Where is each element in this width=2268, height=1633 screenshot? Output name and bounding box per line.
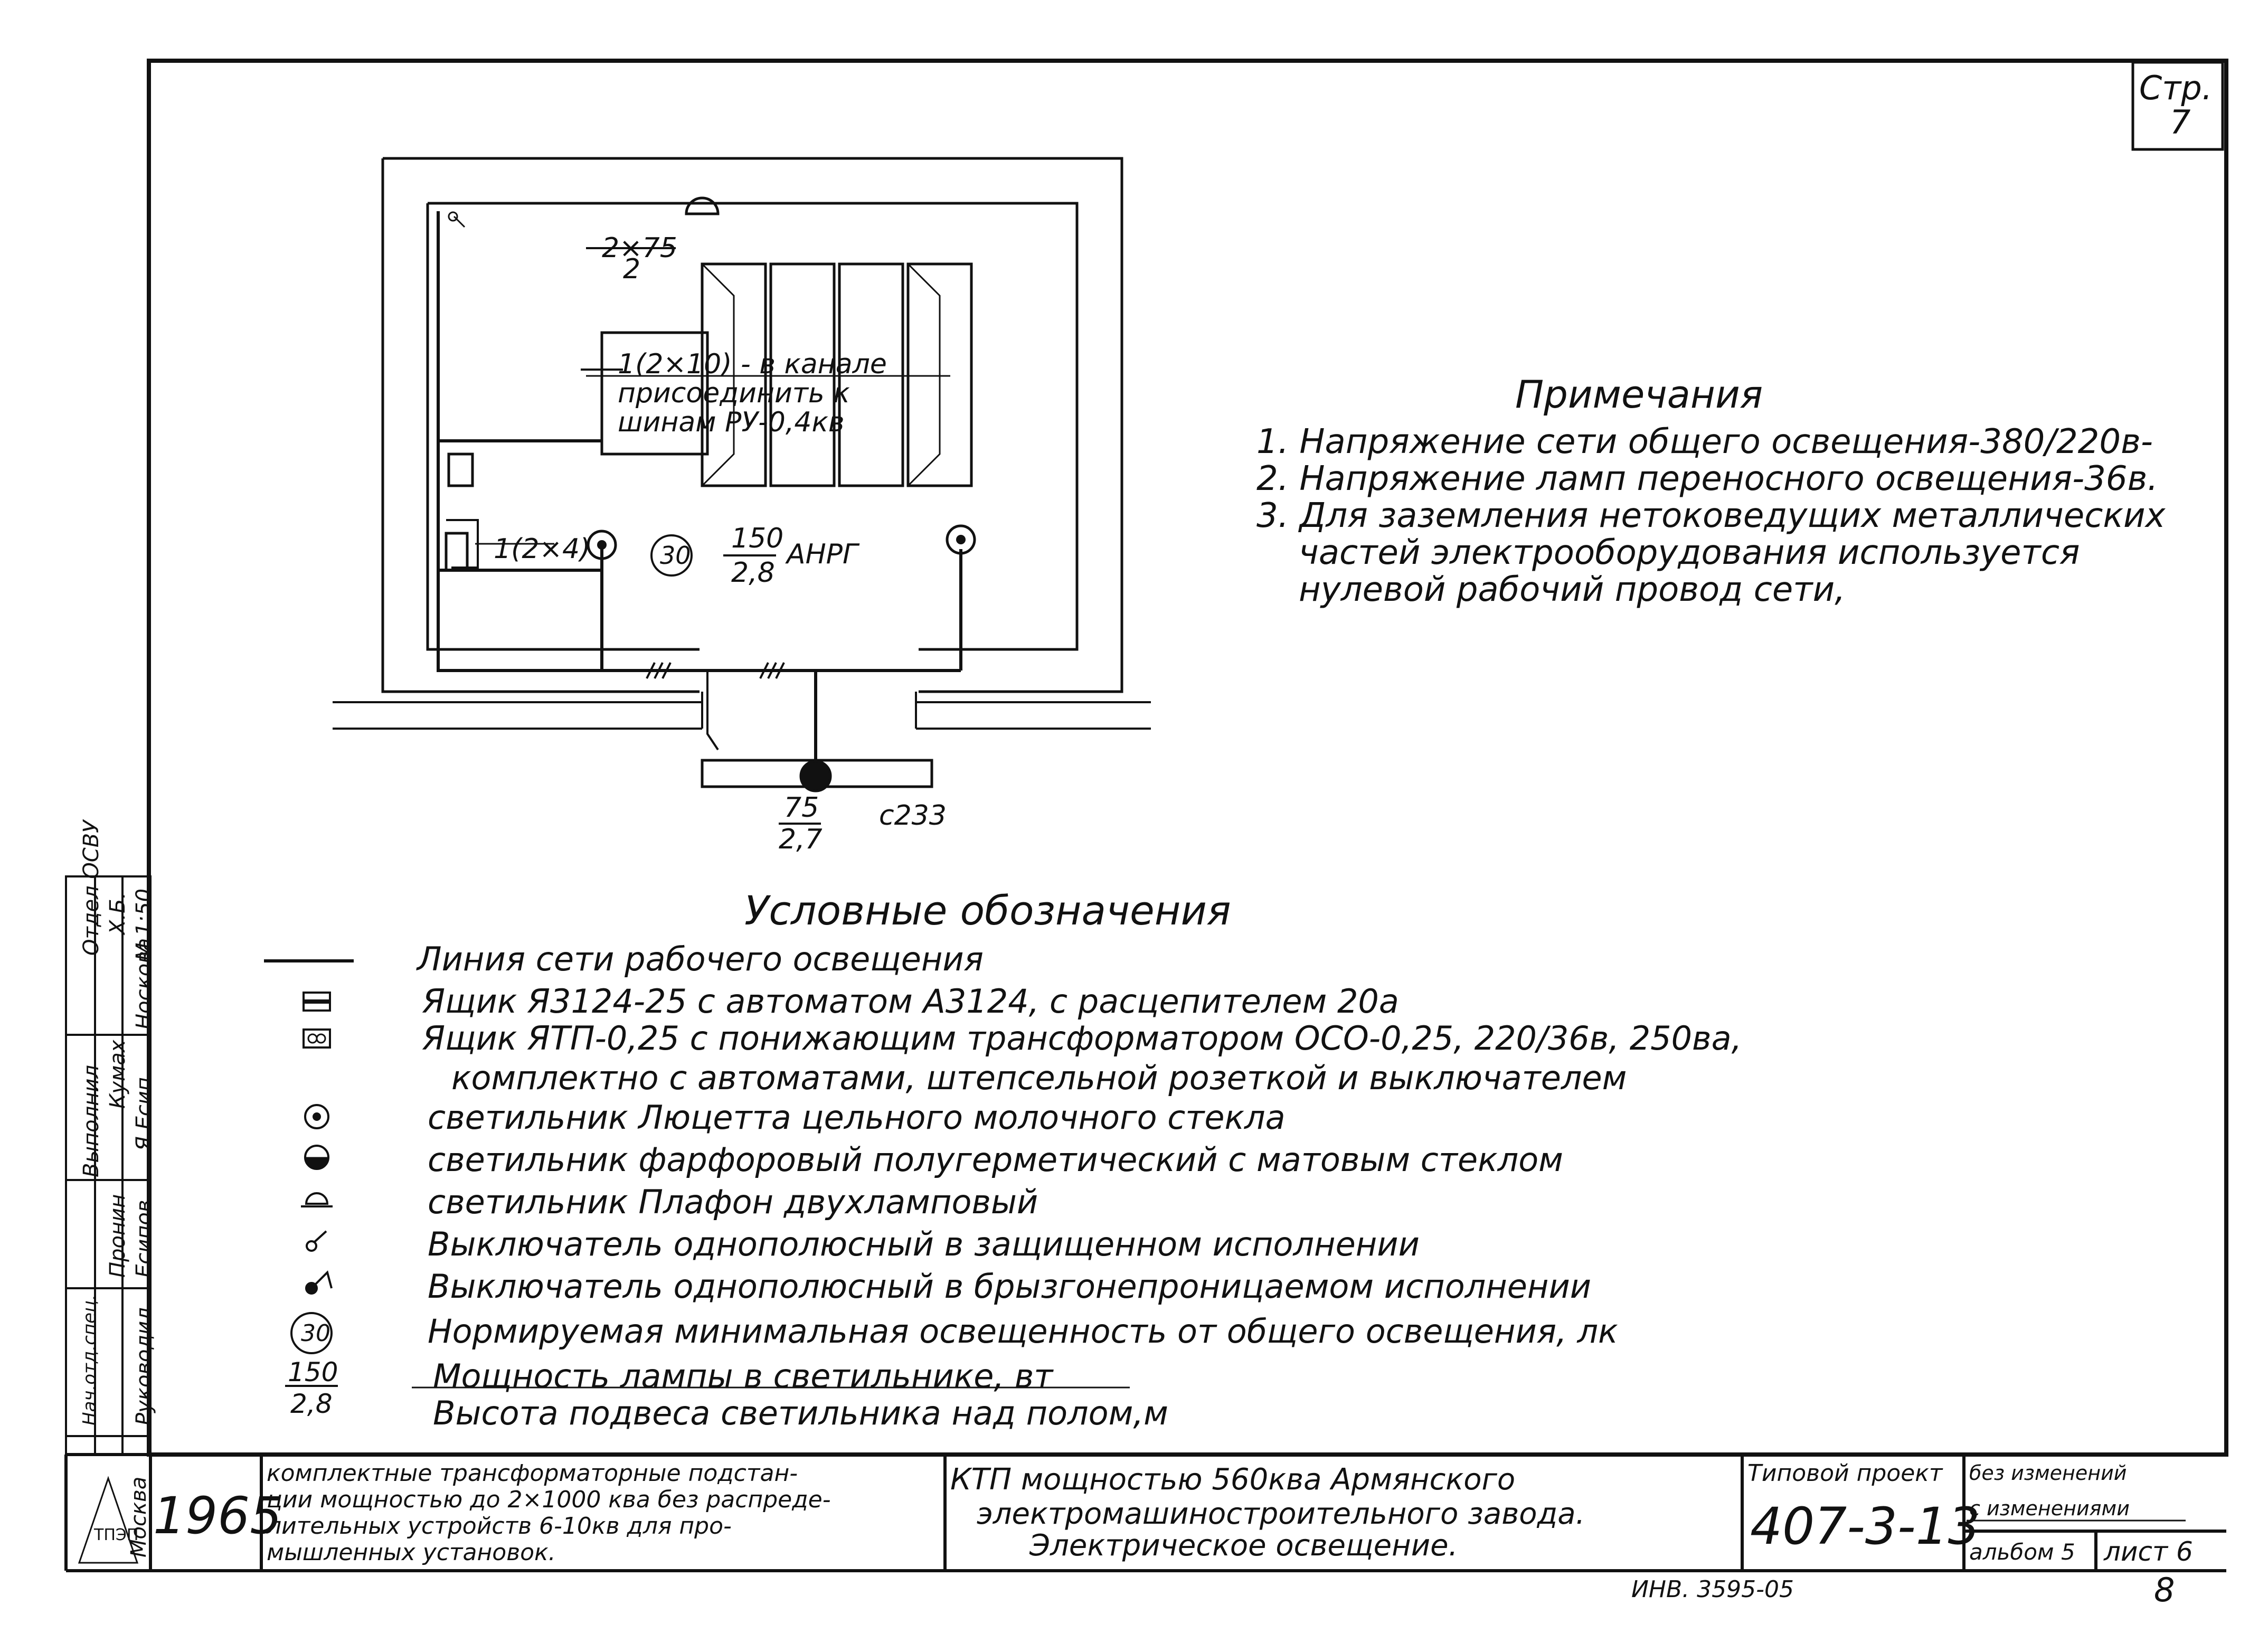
lamp-lucetta-icon [946,524,976,555]
switch-splashproof-icon [305,1282,318,1295]
notes-title: Примечания [1515,372,1763,417]
project-line: электромашиностроительного завода. [977,1497,1585,1531]
signature-role: Руководил [132,1307,156,1426]
lamp-mid-power: 150 [731,523,784,554]
series-line: ции мощностью до 2×1000 ква без распреде… [267,1486,831,1513]
project-line: Электрическое освещение. [1029,1528,1458,1563]
inner-wall [426,202,1079,651]
equipment-cell [701,262,767,487]
corner-mark: 8 [2154,1571,2175,1609]
outdoor-code: с233 [879,800,947,832]
page-number: 7 [2170,103,2191,141]
legend-item: Линия сети рабочего освещения [417,940,984,978]
signature-sign: Я.Есип. [132,1070,156,1151]
outdoor-power: 75 [784,792,819,824]
legend-item: Высота подвеса светильника над полом,м [433,1394,1168,1432]
outdoor-height: 2,7 [779,824,823,855]
note-item: 3. Для заземления нетоковедущих металлич… [1256,496,2166,535]
note-item: частей электрооборудования используется [1299,533,2080,572]
legend-item: Выключатель однополюсный в брызгонепрони… [428,1267,1592,1306]
city-label: Москва [127,1476,151,1558]
lamp-lucetta-icon [304,1104,329,1129]
lighting-line-thin [581,369,719,751]
series-line: мышленных установок. [267,1539,556,1566]
project-number: 407-3-13 [1750,1497,1980,1556]
legend-item: светильник фарфоровый полугерметический … [428,1140,1563,1179]
signature-name: Пронин [106,1194,130,1278]
switch-icon [448,211,458,222]
signature-role: Отдел ОСВУ [79,820,103,956]
transformer-box [447,452,474,487]
lighting-line [437,211,962,771]
legend-item: Ящик ЯТП-0,25 с понижающим трансформатор… [422,1019,1742,1058]
legend-item: Мощность лампы в светильнике, вт [433,1357,1053,1395]
album-label: альбом 5 [1969,1539,2075,1565]
lamp-plafond-icon [301,1192,333,1207]
signature-name: Есипов [132,1200,156,1278]
breaker-box-connection [446,519,479,569]
series-line: лительных устройств 6-10кв для про- [267,1513,732,1540]
cable-label-line3: шинам РУ-0,4кв [618,407,845,438]
legend-item: Ящик Я3124-25 с автоматом А3124, с расце… [422,982,1399,1021]
title-block [64,1453,2226,1572]
legend-item: Нормируемая минимальная освещенность от … [428,1312,1618,1351]
organization-logo [78,1476,139,1564]
outer-wall [381,157,1123,693]
lux-value: 30 [660,541,691,570]
lamp-mid-height: 2,8 [731,557,775,589]
page-number-box [2131,61,2224,151]
signature-role: Нач.отд.спец. [79,1294,100,1426]
cable-label-line1: 1(2×10) - в канале [618,348,887,380]
logo-text: ТПЭП [94,1526,139,1544]
project-line: КТП мощностью 560ква Армянского [950,1462,1516,1497]
lamp-porcelain-icon [799,760,832,792]
series-line: комплектные трансформаторные подстан- [267,1460,798,1487]
legend-item: комплектно с автоматами, штепсельной роз… [451,1059,1627,1097]
page-label: Стр. [2139,69,2213,107]
lamp-top-height: 2 [623,253,641,285]
note-item: 2. Напряжение ламп переносного освещения… [1256,459,2158,498]
box-transformer-icon [303,1028,331,1049]
lamp-top-power: 2×75 [602,232,677,264]
note-item: нулевой рабочий провод сети, [1299,570,1846,609]
legend-item: светильник Плафон двухламповый [428,1183,1038,1221]
leader-line [475,375,950,545]
cell-detail [701,263,941,487]
lamp-lucetta-icon [587,530,617,560]
year: 1965 [153,1486,282,1545]
legend-item: Выключатель однополюсный в защищенном ис… [428,1225,1420,1263]
signature-sign: Кумах [106,1040,130,1109]
ground-line [333,692,1151,730]
cable-small-label: 1(2×4) [494,533,591,565]
legend-symbols [264,959,1130,1389]
switch-protected-icon [306,1240,317,1252]
lux-circle [650,534,693,577]
signature-sign: Носкова [132,938,156,1030]
with-changes-label: с изменениями [1969,1497,2130,1520]
equipment-cell [838,262,904,487]
lux-circle-icon [290,1312,333,1354]
breaker-box [445,532,469,572]
legend-fraction-bottom: 2,8 [290,1389,333,1419]
signature-role: Выполнил [79,1065,103,1177]
no-changes-label: без изменений [1969,1461,2127,1485]
legend-fraction-top: 150 [288,1357,338,1387]
equipment-cell [769,262,836,487]
floor-plan [333,157,1151,825]
cable-label-line2: присоединить к [618,377,850,409]
inventory-number: ИНВ. 3595-05 [1631,1576,1794,1603]
entrance-canopy [701,759,933,788]
cable-mark: АНРГ [787,539,858,570]
typical-project-label: Типовой проект [1747,1460,1943,1487]
equipment-cell [906,262,973,487]
signature-name: Х.Б. [106,892,130,935]
legend-item: светильник Люцетта цельного молочного ст… [428,1098,1286,1137]
legend-title: Условные обозначения [744,887,1231,934]
sheet-label: лист 6 [2104,1536,2193,1567]
legend-lux-symbol: 30 [301,1320,330,1347]
wire-ticks [646,662,785,679]
note-item: 1. Напряжение сети общего освещения-380/… [1256,422,2153,461]
lamp-plafond-icon [685,196,720,215]
